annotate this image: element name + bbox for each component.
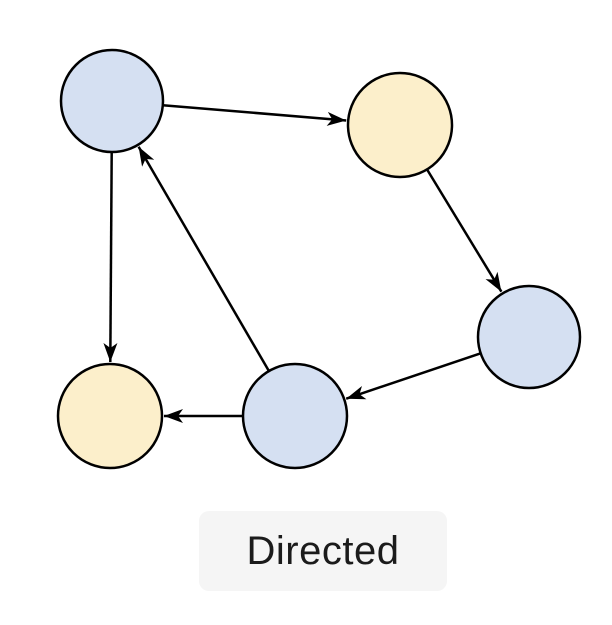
- graph-node-b-top-right[interactable]: [346, 71, 454, 179]
- graph-node-c-right[interactable]: [476, 284, 582, 390]
- edge-arrow-d-to-a: [137, 146, 270, 372]
- graph-node-e-bottom-left[interactable]: [56, 362, 164, 470]
- directed-mode-button[interactable]: Directed: [199, 511, 447, 591]
- edge-arrow-b-to-c: [425, 168, 503, 293]
- graph-node-a-top-left[interactable]: [59, 48, 165, 154]
- graph-node-d-bottom-center[interactable]: [241, 362, 349, 470]
- edge-arrow-a-to-b: [162, 103, 347, 126]
- edge-arrow-a-to-e: [103, 151, 118, 363]
- nodes-layer: [56, 48, 582, 470]
- edge-arrow-c-to-d: [345, 352, 482, 400]
- edges-layer: [103, 103, 503, 423]
